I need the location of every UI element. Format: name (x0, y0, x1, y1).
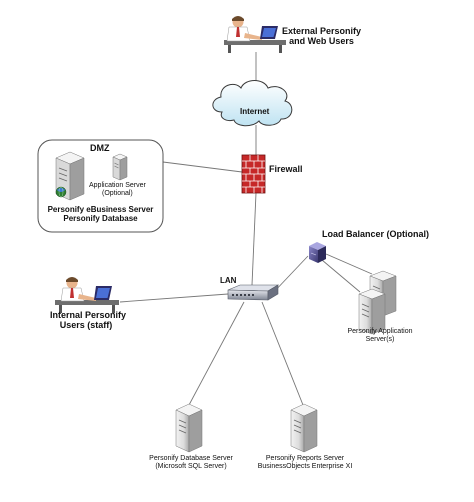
reports-server-label-line1: Personify Reports Server (265, 455, 345, 462)
database-server-icon (175, 403, 203, 453)
internal-users-label: Internal Personify Users (staff) (50, 310, 127, 331)
external-users-label: External Personify and Web Users (282, 26, 361, 47)
database-server-label-line1: Personify Database Server (149, 455, 233, 462)
link-dmz-firewall (162, 161, 243, 173)
reports-server-label-line2: BusinessObjects Enterprise XI (257, 463, 353, 471)
internal-users-label-line1: Internal Personify (50, 310, 127, 320)
dmz-caption-line1: Personify eBusiness Server (47, 205, 154, 214)
internal-users-label-line2: Users (staff) (59, 320, 113, 331)
internal-user-icon (55, 277, 119, 313)
dmz-caption-line2: Personify Database (63, 214, 138, 224)
database-server-label: Personify Database Server (Microsoft SQL… (136, 455, 246, 471)
link-load-balancer-app2 (321, 259, 361, 293)
internet-label: Internet (240, 107, 270, 116)
application-server-front-icon (358, 288, 386, 335)
external-users-label-line2: and Web Users (289, 36, 354, 47)
reports-server-icon (290, 403, 318, 453)
internet-cloud-icon (212, 80, 293, 127)
application-servers-label: Personify Application Server(s) (330, 328, 430, 344)
dmz-application-server-label: Application Server (Optional) (89, 182, 146, 198)
application-servers-label-line2: Server(s) (365, 336, 395, 344)
dmz-application-server-line2: (Optional) (102, 190, 133, 198)
link-firewall-lan (251, 192, 257, 286)
dmz-title: DMZ (90, 143, 110, 153)
reports-server-label: Personify Reports Server BusinessObjects… (250, 455, 360, 471)
globe-icon (55, 186, 67, 198)
external-users-label-line1: External Personify (282, 26, 362, 36)
link-load-balancer-app1 (325, 253, 373, 275)
lan-label: LAN (220, 276, 237, 285)
database-server-label-line2: (Microsoft SQL Server) (155, 463, 227, 471)
firewall-label: Firewall (269, 164, 303, 174)
dmz-application-server-line1: Application Server (89, 182, 146, 189)
dmz-caption: Personify eBusiness Server Personify Dat… (40, 205, 161, 223)
load-balancer-icon (309, 242, 326, 263)
link-internal-users-lan (119, 293, 229, 303)
link-lan-reports-server (261, 301, 304, 406)
link-lan-db-server (188, 301, 245, 406)
lan-hub-icon (227, 284, 280, 301)
dmz-application-server-icon (112, 153, 128, 181)
application-servers-label-line1: Personify Application (347, 328, 413, 335)
external-user-icon (224, 16, 286, 53)
load-balancer-label: Load Balancer (Optional) (322, 229, 430, 239)
firewall-icon (241, 154, 266, 194)
